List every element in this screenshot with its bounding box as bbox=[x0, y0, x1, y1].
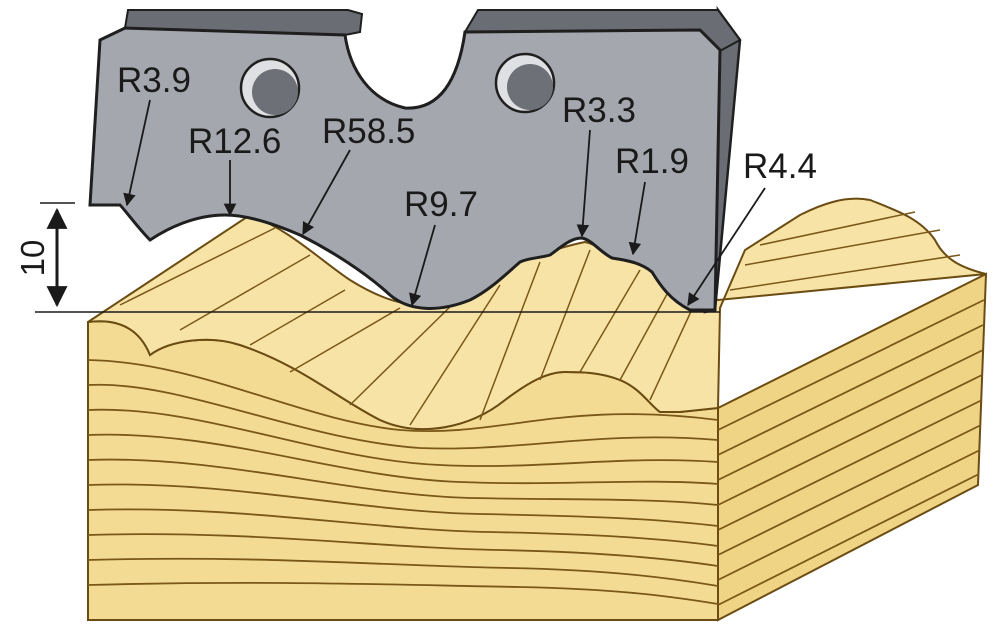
top-grain bbox=[119, 211, 961, 426]
front-grain bbox=[87, 359, 719, 605]
height-dimension: 10 bbox=[14, 202, 75, 308]
leader-r3-9 bbox=[123, 99, 151, 207]
radius-callouts bbox=[123, 99, 766, 307]
mounting-hole-right bbox=[494, 52, 556, 114]
wood-block bbox=[87, 197, 988, 622]
knife-blade bbox=[88, 5, 742, 314]
label-r1-9: R1.9 bbox=[615, 142, 689, 181]
wood-side-face bbox=[717, 272, 988, 622]
label-r3-9: R3.9 bbox=[117, 61, 191, 100]
label-r4-4: R4.4 bbox=[743, 147, 817, 186]
mounting-hole-left bbox=[239, 57, 301, 119]
leader-r58-5 bbox=[302, 149, 351, 236]
side-grain bbox=[717, 299, 985, 606]
label-r3-3: R3.3 bbox=[562, 91, 636, 130]
leader-r9-7 bbox=[409, 224, 436, 307]
leader-r1-9 bbox=[628, 181, 646, 256]
leader-r3-3 bbox=[576, 129, 591, 238]
radius-labels: R3.9 R12.6 R58.5 R9.7 R3.3 R1.9 R4.4 bbox=[117, 61, 817, 224]
dimension-value: 10 bbox=[14, 240, 51, 277]
leader-r4-4 bbox=[687, 187, 766, 307]
label-r9-7: R9.7 bbox=[404, 185, 478, 224]
label-r58-5: R58.5 bbox=[322, 112, 415, 151]
label-r12-6: R12.6 bbox=[188, 122, 281, 161]
